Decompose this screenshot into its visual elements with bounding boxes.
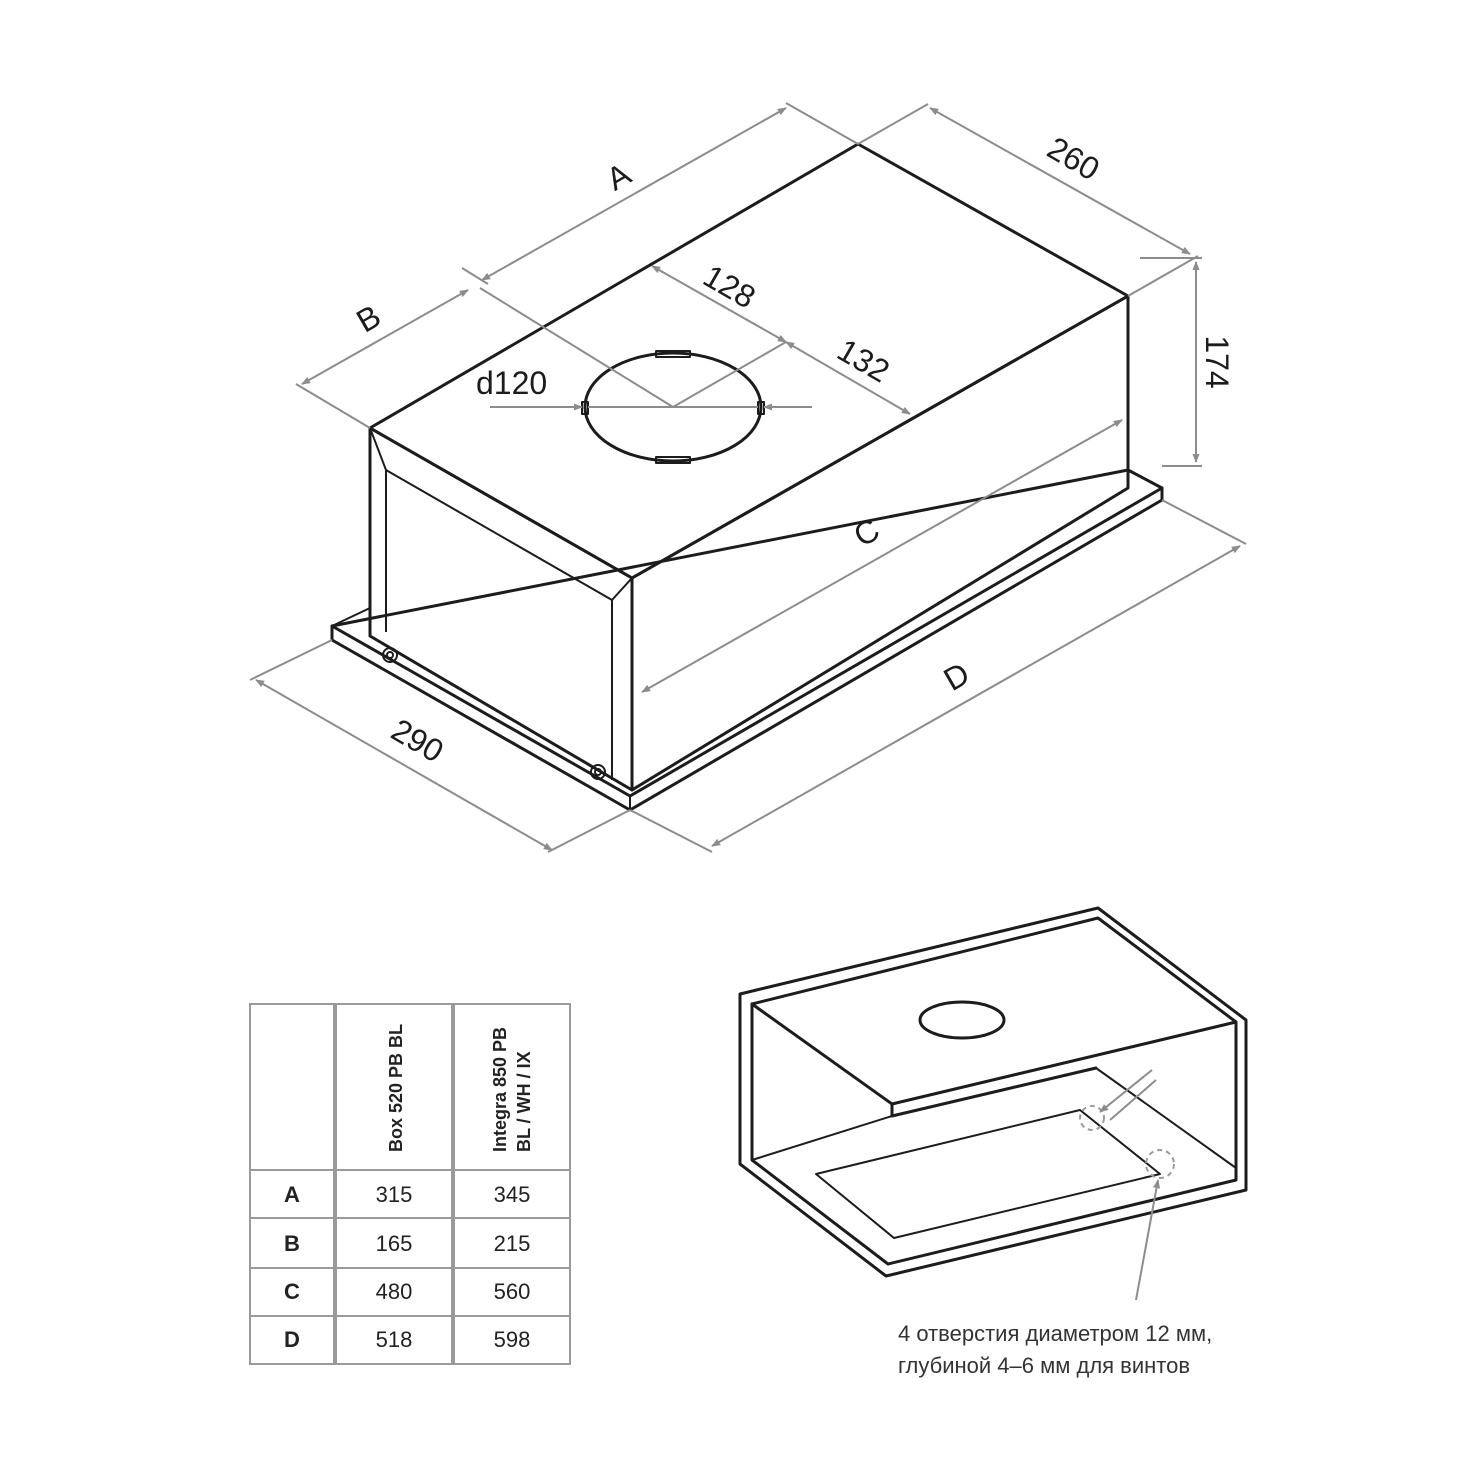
hood-flange-left [331, 607, 371, 627]
screw-icon [590, 764, 606, 780]
screw-icon [382, 647, 398, 663]
table-header-model-1: Box 520 PB BL [386, 1024, 406, 1152]
table-cell: 345 [494, 1182, 531, 1207]
mounting-note-line-2: глубиной 4–6 мм для винтов [898, 1353, 1191, 1378]
dimension-labels: A B 260 174 128 132 d120 C D 290 [350, 130, 1235, 770]
hood-side-face [630, 294, 1130, 792]
hood-body [330, 142, 1164, 812]
table-cell: 598 [494, 1327, 531, 1352]
label-132: 132 [831, 332, 895, 390]
table-cell: 560 [494, 1279, 531, 1304]
label-a: A [600, 155, 637, 197]
callout-arrow [1135, 1179, 1161, 1301]
dimension-line-d [711, 545, 1241, 847]
label-b: B [350, 298, 386, 340]
table-cell: 165 [376, 1231, 413, 1256]
dimension-line-128 [651, 265, 787, 343]
mounting-note: 4 отверстия диаметром 12 мм, глубиной 4–… [898, 1318, 1278, 1382]
label-d120: d120 [476, 365, 547, 401]
mounting-note-line-1: 4 отверстия диаметром 12 мм, [898, 1321, 1213, 1346]
dimension-line-290 [255, 679, 553, 851]
label-174: 174 [1199, 335, 1235, 388]
table-cell: 480 [376, 1279, 413, 1304]
dimension-line-260 [929, 107, 1191, 255]
spec-table: Box 520 PB BL Integra 850 PB BL / WH / I… [249, 1003, 571, 1365]
table-row-label: B [284, 1231, 300, 1256]
label-260: 260 [1041, 130, 1105, 188]
dimension-lines [249, 102, 1247, 853]
table-cell: 518 [376, 1327, 413, 1352]
table-cell: 315 [376, 1182, 413, 1207]
table-row-label: C [284, 1279, 300, 1304]
cabinet-cutout [815, 1109, 1161, 1239]
dimension-line-b [301, 289, 469, 385]
table-header-model-2-line-2: BL / WH / IX [514, 1051, 534, 1152]
cabinet-shelf [750, 1002, 1238, 1106]
table-row-label: A [284, 1182, 300, 1207]
table-row-label: D [284, 1327, 300, 1352]
table-header-model-2-line-1: Integra 850 PB [490, 1027, 510, 1152]
cabinet-outline [738, 906, 1248, 1278]
screw-hole-marker-icon [1145, 1149, 1175, 1179]
dimension-line-a [481, 107, 787, 281]
hood-bevel-left [369, 427, 387, 632]
dimension-line-132 [785, 341, 911, 415]
cabinet-shelf-lower [751, 1115, 893, 1161]
hood-flange-edge [330, 486, 1164, 812]
table-cell: 215 [494, 1231, 531, 1256]
cabinet-shelf-hole-icon [918, 1000, 1006, 1040]
hood-bevel-corner [611, 577, 633, 601]
label-128: 128 [697, 258, 761, 316]
cabinet-installation-view [738, 906, 1248, 1301]
label-d: D [937, 655, 975, 698]
screw-hole-marker-icon [1079, 1105, 1105, 1131]
